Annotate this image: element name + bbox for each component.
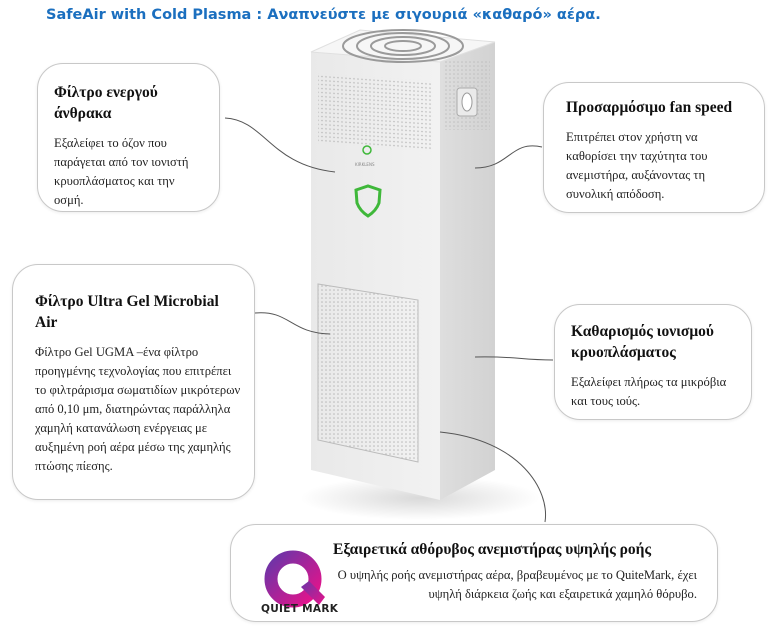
upper-vent-grid <box>318 73 433 152</box>
logo-text: QUIET MARK <box>261 603 339 615</box>
top-vent <box>342 29 464 63</box>
shield-icon <box>354 184 382 218</box>
feature-card-cold-plasma: Καθαρισμός ιονισμού κρυοπλάσματος Εξαλεί… <box>554 304 752 420</box>
feature-card-fan-speed: Προσαρμόσιμο fan speed Επιτρέπει στον χρ… <box>543 82 765 213</box>
feature-card-quiet-fan: QUIET MARK Εξαιρετικά αθόρυβος ανεμιστήρ… <box>230 524 718 622</box>
feature-heading: Καθαρισμός ιονισμού κρυοπλάσματος <box>571 323 714 361</box>
feature-text: Εξαλείφει πλήρως τα μικρόβια και τους ιο… <box>571 375 727 408</box>
purifier-side <box>440 42 495 500</box>
feature-card-ugma-filter: Φίλτρο Ultra Gel Microbial Air Φίλτρο Ge… <box>12 264 255 500</box>
feature-card-carbon-filter: Φίλτρο ενεργού άνθρακα Εξαλείφει το όζον… <box>37 63 220 212</box>
feature-text: Εξαλείφει το όζον που παράγεται από τον … <box>54 136 189 207</box>
quiet-mark-logo-icon <box>264 550 325 608</box>
feature-text: Επιτρέπει στον χρήστη να καθορίσει την τ… <box>566 130 708 201</box>
feature-heading: Εξαιρετικά αθόρυβος ανεμιστήρας υψηλής ρ… <box>333 541 652 558</box>
connector-lines <box>224 117 554 523</box>
filter-grille <box>317 283 419 463</box>
feature-heading: Φίλτρο ενεργού άνθρακα <box>54 84 158 122</box>
brand-label: KIRKLENS <box>355 162 375 167</box>
feature-heading: Φίλτρο Ultra Gel Microbial Air <box>35 293 219 331</box>
page-title: SafeAir with Cold Plasma : Αναπνεύστε με… <box>46 7 601 23</box>
feature-text: Ο υψηλής ροής ανεμιστήρας αέρα, βραβευμέ… <box>337 568 697 601</box>
feature-text: Φίλτρο Gel UGMA –ένα φίλτρο προηγμένης τ… <box>35 345 241 473</box>
feature-heading: Προσαρμόσιμο fan speed <box>566 99 733 116</box>
